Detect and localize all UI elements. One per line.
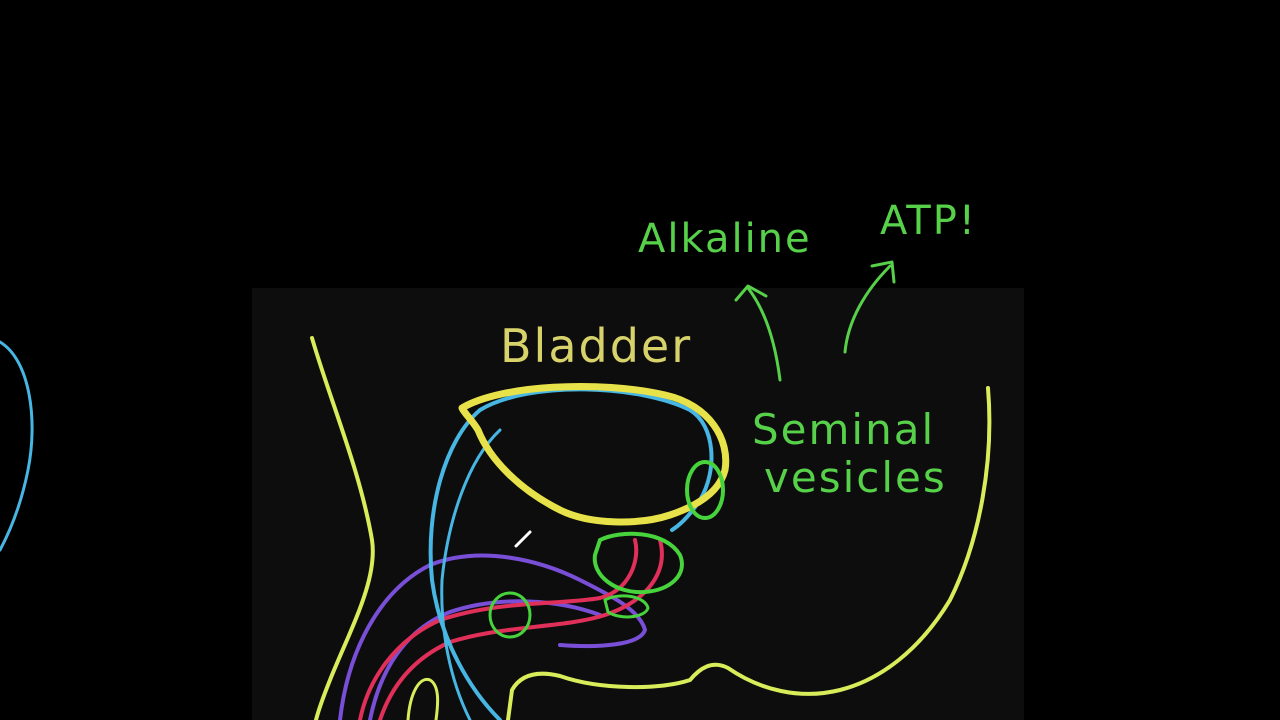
small-gland <box>488 591 532 639</box>
urethra-tract-2 <box>378 538 664 720</box>
alkaline-arrow <box>734 284 782 382</box>
pen-cursor <box>514 530 532 548</box>
alkaline-label: Alkaline <box>638 216 812 262</box>
atp-arrow <box>843 260 896 354</box>
bladder-shape <box>458 382 730 526</box>
urethra-tract-1 <box>358 538 639 720</box>
body-outline-left <box>310 336 375 720</box>
lower-loop <box>406 677 440 720</box>
body-outline-right <box>506 386 992 720</box>
prostate-gland <box>592 531 684 595</box>
drawing-panel <box>252 288 1024 720</box>
seminal-vesicles-label-line1: Seminal <box>752 405 935 454</box>
bladder-label: Bladder <box>500 319 692 373</box>
left-edge-curve <box>0 340 34 552</box>
purple-layer-outer <box>338 553 648 720</box>
seminal-vesicle-gland <box>685 460 725 520</box>
blue-membrane <box>428 387 714 720</box>
bulbourethral-gland <box>603 594 650 619</box>
seminal-vesicles-label-line2: vesicles <box>764 453 947 502</box>
blue-membrane-inner <box>440 428 502 720</box>
atp-label: ATP! <box>880 198 977 244</box>
purple-layer-inner <box>368 599 602 720</box>
